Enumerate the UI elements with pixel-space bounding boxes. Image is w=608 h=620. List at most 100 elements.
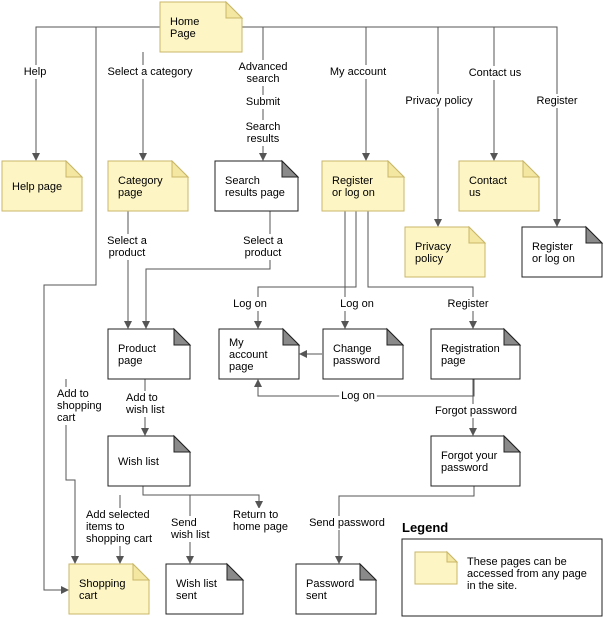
edge-label-text: Advanced <box>239 61 288 73</box>
page-node-label: or log on <box>532 253 575 265</box>
edge-label-text: shopping cart <box>86 533 152 545</box>
legend-sample-page <box>414 550 459 585</box>
page-node-label: us <box>469 187 481 199</box>
page-node-label: Registration <box>441 343 500 355</box>
connector-line <box>65 379 79 564</box>
edge-label-text: wish list <box>125 404 165 416</box>
page-node-label: results page <box>225 187 285 199</box>
edge-label-text: home page <box>233 521 288 533</box>
edge-label-text: Log on <box>233 298 267 310</box>
edge-label-text: Add to <box>57 388 89 400</box>
edge-label-text: My account <box>330 66 386 78</box>
connector-line <box>43 27 97 594</box>
edge-label-text: Log on <box>341 390 375 402</box>
edge-label-privacy-policy: Privacy policy <box>403 94 476 108</box>
edge-label-text: Send password <box>309 517 385 529</box>
edge-label-text: Add to <box>126 392 158 404</box>
page-node-label: account <box>229 349 268 361</box>
edge-label-text: Register <box>537 95 578 107</box>
page-node-label: page <box>229 361 253 373</box>
page-node-label: sent <box>176 590 197 602</box>
edge-label-text: search <box>246 73 279 85</box>
edge-label-register-mid: Register <box>445 297 491 311</box>
edge-label-log-on-2: Log on <box>338 297 376 311</box>
edge-label-help: Help <box>21 65 49 79</box>
edge-label-text: cart <box>57 412 75 424</box>
page-node-label: My <box>229 337 244 349</box>
page-node-label: Wish list <box>118 456 159 468</box>
connector-line <box>32 26 160 161</box>
edge-label-forgot-password: Forgot password <box>433 404 519 418</box>
connector-line <box>95 26 160 40</box>
edge-label-text: shopping <box>57 400 102 412</box>
page-node-label: Page <box>170 28 196 40</box>
page-node-label: Change <box>333 343 372 355</box>
page-node-label: Register <box>332 175 373 187</box>
page-node-wish-list: Wish list <box>107 434 192 487</box>
page-node-label: cart <box>79 590 97 602</box>
edge-label-contact-us: Contact us <box>466 66 524 80</box>
edge-label-text: product <box>245 247 282 259</box>
page-node-label: Home <box>170 16 199 28</box>
edge-label-text: Return to <box>233 509 278 521</box>
connector-line <box>242 26 561 227</box>
page-node-label: page <box>118 355 142 367</box>
page-node-label: Register <box>532 241 573 253</box>
page-node-label: policy <box>415 253 444 265</box>
edge-label-text: Add selected <box>86 509 150 521</box>
edge-label-text: Forgot password <box>435 405 517 417</box>
edge-label-text: Privacy policy <box>405 95 473 107</box>
legend-text: accessed from any page <box>467 568 587 580</box>
page-node-label: sent <box>306 590 327 602</box>
connector-line <box>142 486 263 509</box>
edge-label-text: Select a <box>243 235 284 247</box>
edge-label-log-on-1: Log on <box>231 297 269 311</box>
edge-label-select-category: Select a category <box>105 65 195 79</box>
page-node-label: password <box>333 355 380 367</box>
edge-label-my-account: My account <box>327 65 389 79</box>
legend-title: Legend <box>402 520 448 535</box>
edge-label-text: Log on <box>340 298 374 310</box>
page-node-label: Product <box>118 343 156 355</box>
edge-labels: Help Select a category AdvancedsearchSubmi… <box>21 60 580 546</box>
edge-label-text: Send <box>171 517 197 529</box>
edge-label-text: Register <box>448 298 489 310</box>
edge-label-submit: Submit <box>243 95 283 109</box>
page-node-label: Privacy <box>415 241 452 253</box>
page-node-label: password <box>441 462 488 474</box>
page-node-label: Forgot your <box>441 450 498 462</box>
page-node-label: page <box>441 355 465 367</box>
edge-label-text: results <box>247 133 280 145</box>
legend-text: in the site. <box>467 580 517 592</box>
edge-label-send-password: Send password <box>307 516 387 530</box>
legend-text: These pages can be <box>467 556 567 568</box>
page-node-label: Password <box>306 578 354 590</box>
page-node-label: Help page <box>12 181 62 193</box>
edge-label-text: Contact us <box>469 67 522 79</box>
page-node-label: or log on <box>332 187 375 199</box>
